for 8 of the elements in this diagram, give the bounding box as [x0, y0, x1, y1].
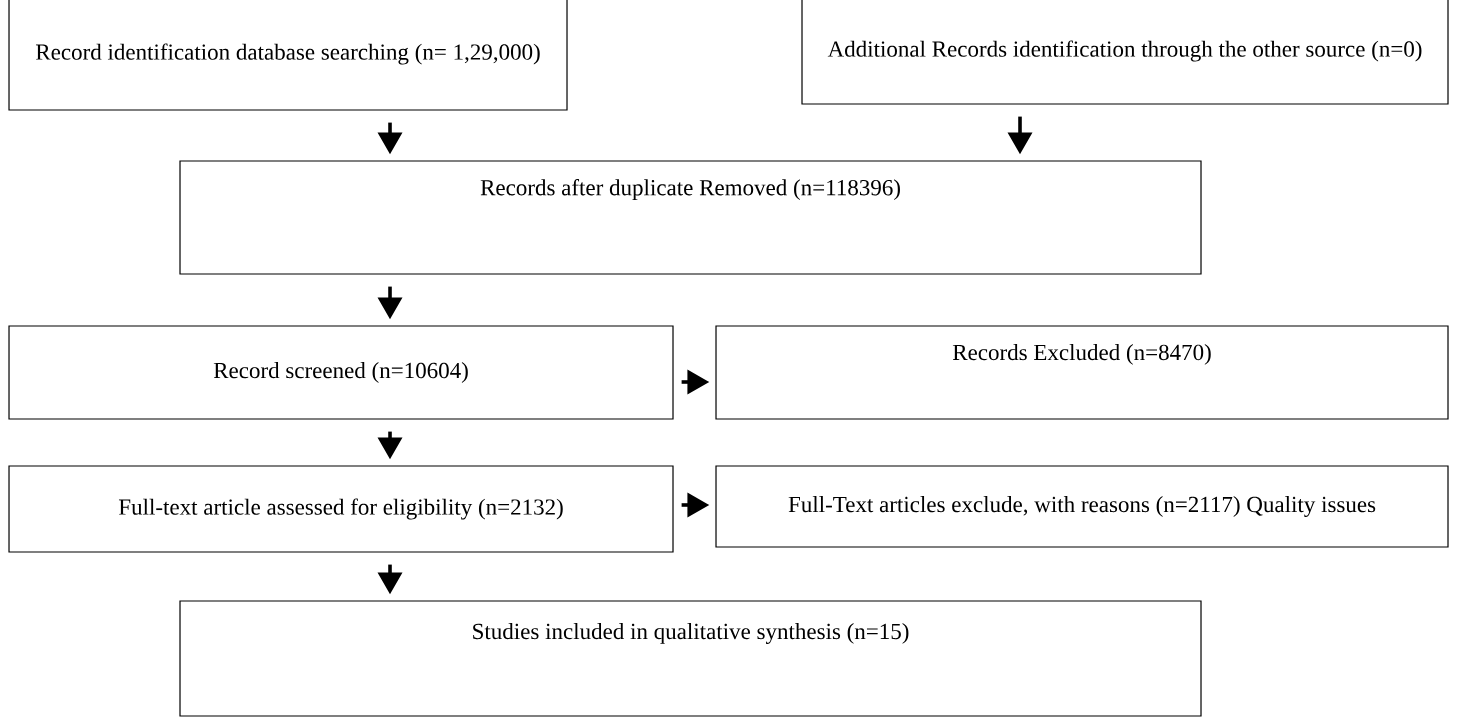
process-box: Full-Text articles exclude, with reasons (n=2117) Quality issues: [715, 465, 1449, 548]
process-box: Records Excluded (n=8470): [715, 325, 1449, 420]
process-box: Record screened (n=10604): [8, 325, 674, 420]
process-box: Full-text article assessed for eligibility (n=2132): [8, 465, 674, 553]
process-box: Studies included in qualitative synthesis (n=15): [179, 600, 1202, 717]
process-box: Record identification database searching (n= 1,29,000): [8, 0, 568, 111]
process-box: Additional Records identification through the other source (n=0): [801, 0, 1449, 105]
process-box: Records after duplicate Removed (n=118396): [179, 160, 1202, 275]
